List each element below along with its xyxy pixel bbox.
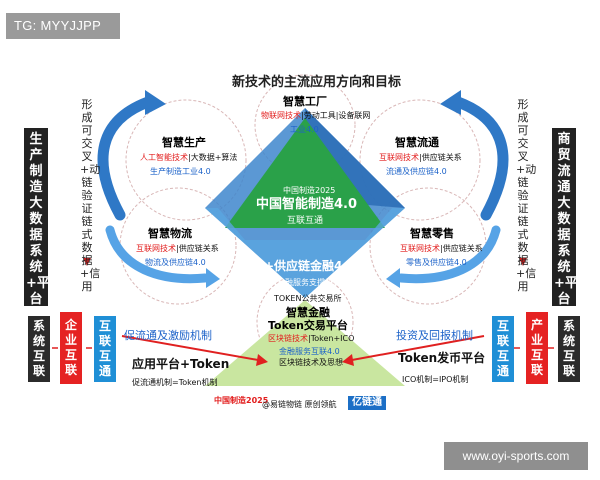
finance-title: 智慧金融 [286, 306, 330, 319]
supply-band [205, 208, 405, 298]
factory-line1: 物联网技术|劳动工具|设备联网 [261, 111, 371, 120]
left-header-text: 生产制造大数据系统+平台 [26, 132, 50, 307]
finance-line3: 区块链技术及思想 [279, 358, 343, 367]
center-main: 中国智能制造4.0 [256, 197, 358, 212]
logistics-line1: 互联网技术|供应链关系 [136, 244, 219, 253]
left-enterprise-box: 企业互联 [60, 312, 82, 384]
circulation-line1: 互联网技术|供应链关系 [379, 153, 462, 162]
logo-yilian: @易链物链 原创领航 [262, 400, 337, 409]
center-small: 中国制造2025 [283, 186, 336, 195]
production-line1: 人工智能技术|大数据+算法 [140, 153, 238, 162]
production-title: 智慧生产 [162, 136, 206, 149]
token-issue-platform: Token发币平台 [398, 351, 486, 365]
circulation-title: 智慧流通 [395, 136, 439, 149]
right-arrow-label: 投资及回报机制 [396, 329, 473, 342]
token-issue-sub: ICO机制=IPO机制 [402, 375, 469, 384]
green-triangle [225, 118, 385, 228]
app-platform-sub: 促流通机制=Token机制 [132, 378, 218, 387]
factory-circle [254, 74, 356, 176]
left-red-arrow [121, 335, 259, 361]
right-red-arrow [351, 335, 485, 361]
left-curved-arrow [97, 96, 154, 221]
retail-title: 智慧零售 [410, 227, 454, 240]
left-curved-text: 形成可交叉+动链验证链式数据+信用 [80, 98, 101, 293]
center-sub: 互联互通 [287, 216, 324, 226]
bottom-pyramid [205, 300, 405, 386]
right-interconnect-box: 互联互通 [492, 316, 514, 382]
production-circle [125, 99, 247, 221]
right-curved-text: 形成可交叉+动链验证链式数据+信用 [516, 98, 537, 293]
right-system-box: 系统互联 [558, 316, 580, 382]
retail-line1: 互联网技术|供应链关系 [400, 244, 483, 253]
supply-chain-sub: 金融服务支撑机制 [277, 278, 341, 287]
finance-line2: 金融服务互联4.0 [279, 347, 340, 356]
circulation-line2: 流通及供应链4.0 [386, 167, 447, 176]
production-line2: 生产制造工业4.0 [150, 167, 211, 176]
left-arrow-label: 促流通及激励机制 [124, 329, 212, 342]
right-lower-arrow [396, 225, 501, 284]
token-exchange: TOKEN公共交易所 [274, 294, 342, 303]
supply-chain-main: +供应链金融4.0 [264, 259, 356, 273]
factory-line2: 工业4.0 [290, 125, 319, 134]
left-system-box: 系统互联 [28, 316, 50, 382]
right-header-bar [552, 128, 576, 306]
diagram-title: 新技术的主流应用方向和目标 [232, 75, 402, 90]
right-curved-arrow [452, 96, 509, 221]
left-lower-arrow [105, 225, 210, 284]
website-watermark: www.oyi-sports.com [444, 442, 588, 470]
logo-yiliantong: 亿链通 [348, 396, 386, 410]
app-platform: 应用平台+Token [132, 357, 230, 371]
circulation-circle [359, 99, 481, 221]
left-interconnect-box: 互联互通 [94, 316, 116, 382]
right-industry-box: 产业互联 [526, 312, 548, 384]
right-header-text: 商贸流通大数据系统+平台 [554, 132, 578, 307]
logistics-line2: 物流及供应链4.0 [145, 258, 206, 267]
finance-subtitle: Token交易平台 [268, 319, 348, 332]
telegram-watermark: TG: MYYJJPP [6, 13, 120, 39]
left-header-bar [24, 128, 48, 306]
logo-made-in-china: 中国制造2025 [214, 396, 269, 405]
retail-line2: 零售及供应链4.0 [406, 258, 467, 267]
logistics-title: 智慧物流 [148, 227, 192, 240]
finance-line1: 区块链技术|Token+ICO [268, 334, 355, 343]
factory-title: 智慧工厂 [283, 95, 327, 108]
